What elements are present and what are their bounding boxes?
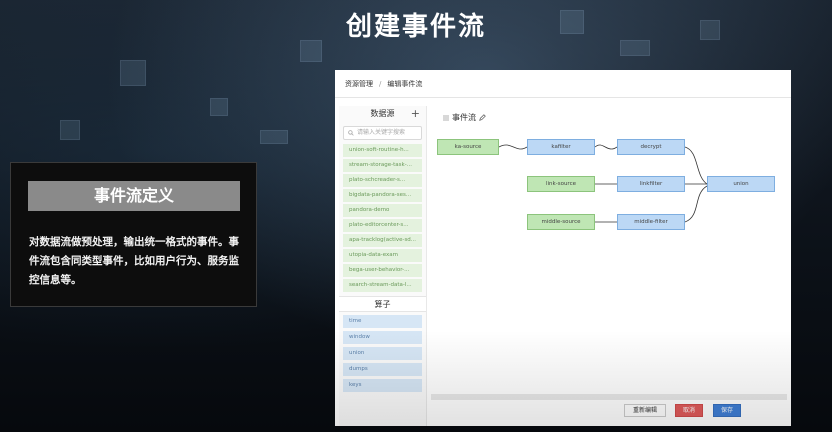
breadcrumb-root[interactable]: 资源管理 (345, 79, 373, 88)
datasource-item[interactable]: stream-storage-task-... (343, 159, 422, 172)
node-middle-filter[interactable]: middle-filter (617, 214, 685, 230)
edge (684, 185, 708, 223)
flow-title-bar: 事件流 (443, 112, 486, 123)
datasource-item[interactable]: plato-schcreader-s... (343, 174, 422, 187)
reset-button[interactable]: 重新编辑 (624, 404, 666, 417)
node-kafka-source[interactable]: ka-source (437, 139, 499, 155)
datasource-item[interactable]: union-soft-routine-h... (343, 144, 422, 157)
datasource-header: 数据源 + (339, 106, 426, 122)
node-kafilter[interactable]: kafilter (527, 139, 595, 155)
node-union[interactable]: union (707, 176, 775, 192)
datasource-item[interactable]: apa-tracklog(active-sd... (343, 234, 422, 247)
flow-checkbox-icon[interactable] (443, 114, 449, 121)
bg-tile (700, 20, 720, 40)
save-button[interactable]: 保存 (713, 404, 741, 417)
bg-tile (300, 40, 322, 62)
node-decrypt[interactable]: decrypt (617, 139, 685, 155)
plus-icon[interactable]: + (410, 107, 420, 120)
node-middle-source[interactable]: middle-source (527, 214, 595, 230)
breadcrumb-separator: / (379, 79, 382, 88)
datasource-item[interactable]: bigdata-pandora-ses... (343, 189, 422, 202)
node-link-source[interactable]: link-source (527, 176, 595, 192)
definition-body: 对数据流做预处理，输出统一格式的事件。事件流包含同类型事件，比如用户行为、服务监… (29, 236, 239, 286)
node-linkfilter[interactable]: linkfilter (617, 176, 685, 192)
datasource-item[interactable]: plato-editorcenter-s... (343, 219, 422, 232)
flow-canvas[interactable]: 事件流 ka-source kafilter decrypt link-sour… (431, 106, 787, 394)
datasource-title: 数据源 (370, 109, 395, 118)
breadcrumb-current: 编辑事件流 (387, 79, 423, 88)
operator-item[interactable]: time (343, 315, 422, 328)
bg-tile (60, 120, 80, 140)
flow-edges (498, 144, 708, 223)
datasource-item[interactable]: pandora-demo (343, 204, 422, 217)
slide-title: 创建事件流 (345, 12, 486, 42)
flow-title: 事件流 (452, 113, 476, 122)
app-window: 资源管理 / 编辑事件流 数据源 + 请输入关键字搜索 union-soft-r… (335, 70, 791, 426)
search-placeholder: 请输入关键字搜索 (357, 129, 406, 136)
bg-tile (210, 98, 228, 116)
sidebar: 数据源 + 请输入关键字搜索 union-soft-routine-h... s… (339, 106, 427, 426)
cancel-button[interactable]: 取消 (675, 404, 703, 417)
pencil-icon[interactable] (479, 114, 486, 121)
bg-tile (120, 60, 146, 86)
edge (594, 144, 618, 150)
operator-item[interactable]: dumps (343, 363, 422, 376)
horizontal-scrollbar[interactable] (431, 394, 787, 400)
action-footer: 重新编辑 取消 保存 (431, 402, 791, 426)
bg-tile (560, 10, 584, 34)
edge (498, 144, 528, 150)
breadcrumb: 资源管理 / 编辑事件流 (335, 70, 791, 98)
search-icon (348, 130, 354, 136)
edge (684, 146, 708, 185)
bg-tile (620, 40, 650, 56)
operator-item[interactable]: keys (343, 379, 422, 392)
operator-title: 算子 (339, 296, 426, 312)
datasource-item[interactable]: search-stream-data-l... (343, 279, 422, 292)
definition-heading: 事件流定义 (28, 181, 240, 211)
operator-item[interactable]: union (343, 347, 422, 360)
datasource-search-input[interactable]: 请输入关键字搜索 (343, 126, 422, 140)
datasource-item[interactable]: utopia-data-exam (343, 249, 422, 262)
datasource-item[interactable]: bega-user-behavior-... (343, 264, 422, 277)
operator-item[interactable]: window (343, 331, 422, 344)
bg-tile (260, 130, 288, 144)
definition-panel: 事件流定义 对数据流做预处理，输出统一格式的事件。事件流包含同类型事件，比如用户… (10, 162, 257, 307)
